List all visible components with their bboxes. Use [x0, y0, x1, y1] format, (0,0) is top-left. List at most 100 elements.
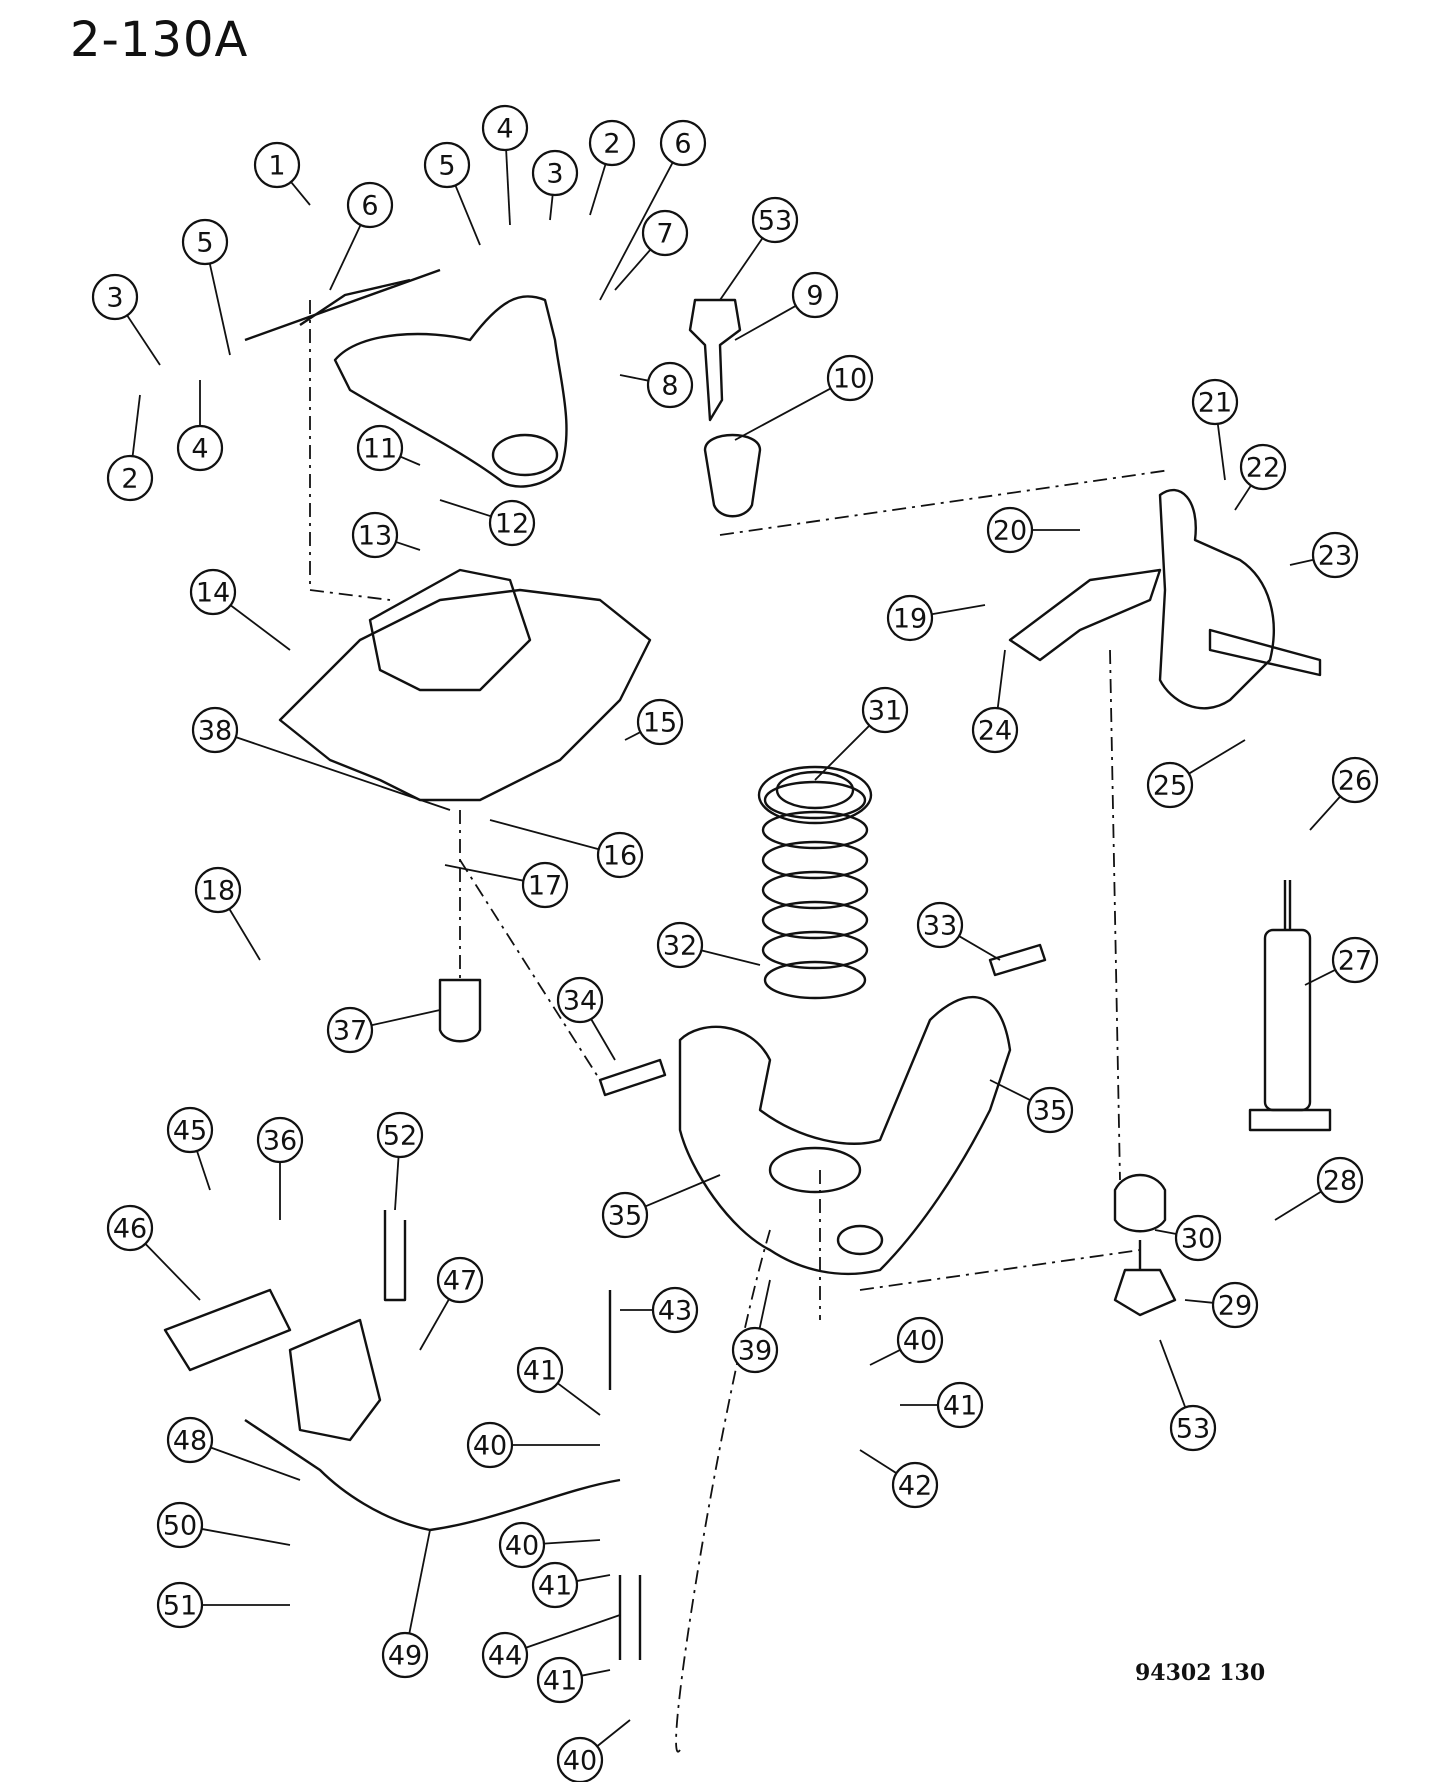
callout-51: 51 [156, 1581, 290, 1629]
callout-circle [656, 921, 704, 969]
callout-number: 3 [546, 159, 563, 190]
callout-leader [814, 724, 871, 781]
callout-40: 40 [466, 1421, 600, 1469]
callout-circle [646, 361, 694, 409]
callout-number: 34 [563, 986, 597, 1017]
stabilizer-bar [244, 1419, 621, 1532]
callout-leader [399, 455, 421, 466]
bushing-33 [988, 943, 1047, 977]
callout-leader [371, 1009, 441, 1027]
callout-circle [481, 1631, 529, 1679]
bushing-10 [703, 433, 762, 518]
assembly-line [719, 469, 1171, 536]
callout-number: 36 [263, 1126, 297, 1157]
callout-number: 23 [1318, 541, 1352, 572]
callout-36: 36 [256, 1116, 304, 1220]
callout-number: 42 [898, 1471, 932, 1502]
upper-ball-joint-socket [491, 433, 559, 477]
callout-leader [581, 1669, 611, 1677]
callout-number: 41 [538, 1571, 572, 1602]
callout-circle [588, 119, 636, 167]
callout-number: 22 [1246, 453, 1280, 484]
callout-circle [466, 1421, 514, 1469]
callout-number: 40 [505, 1531, 539, 1562]
callout-circle [1146, 761, 1194, 809]
callout-12: 12 [439, 499, 536, 547]
callout-circle [423, 141, 471, 189]
callout-45: 45 [166, 1106, 214, 1191]
callout-circle [1211, 1281, 1259, 1329]
lower-arm-pivot-hole [836, 1224, 884, 1256]
link-sleeve [618, 1575, 642, 1660]
callout-circle [531, 1561, 579, 1609]
callout-leader [395, 541, 421, 551]
callout-number: 29 [1218, 1291, 1252, 1322]
callout-number: 6 [674, 129, 691, 160]
callout-circle [1174, 1214, 1222, 1262]
callout-circle [891, 1461, 939, 1509]
callout-circle [436, 1256, 484, 1304]
adjusting-rod-link [299, 278, 411, 326]
callout-circle [189, 568, 237, 616]
callout-circle [861, 686, 909, 734]
bushing-30 [1113, 1173, 1167, 1233]
callout-number: 49 [388, 1641, 422, 1672]
frame-crossmember [278, 588, 652, 802]
callout-leader [958, 935, 1001, 961]
callout-leader [619, 374, 649, 382]
callout-number: 41 [943, 1391, 977, 1422]
callout-leader [869, 1349, 901, 1366]
lower-control-arm [678, 995, 1012, 1276]
callout-circle [191, 706, 239, 754]
callout-circle [986, 506, 1034, 554]
callout-circle [936, 1381, 984, 1429]
callout-leader [644, 1174, 721, 1208]
callout-number: 52 [383, 1121, 417, 1152]
callout-circle [1026, 1086, 1074, 1134]
callout-leader [228, 908, 261, 961]
callout-number: 53 [1176, 1414, 1210, 1445]
callout-leader [1289, 558, 1314, 566]
callout-circle [896, 1316, 944, 1364]
callout-circle [596, 831, 644, 879]
callout-number: 50 [163, 1511, 197, 1542]
adjusting-rod [244, 268, 441, 342]
callout-circle [346, 181, 394, 229]
callout-leader [989, 1079, 1031, 1101]
callout-3: 3 [531, 149, 579, 221]
callout-leader [734, 305, 797, 341]
assembly-line [1109, 649, 1121, 1181]
callout-7: 7 [614, 209, 689, 291]
callout-number: 40 [903, 1326, 937, 1357]
assembly-line [309, 300, 391, 601]
callout-number: 33 [923, 911, 957, 942]
callout-number: 15 [643, 708, 677, 739]
callout-circle [1316, 1156, 1364, 1204]
callout-leader [596, 1719, 631, 1747]
callout-number: 19 [893, 604, 927, 635]
callout-number: 5 [438, 151, 455, 182]
callout-number: 48 [173, 1426, 207, 1457]
callout-15: 15 [624, 698, 684, 746]
callout-circle [253, 141, 301, 189]
callout-leader [454, 184, 481, 246]
callout-number: 39 [738, 1336, 772, 1367]
callout-20: 20 [986, 506, 1080, 554]
callout-leader [624, 731, 641, 741]
callout-number: 12 [495, 509, 529, 540]
spring-insulator [757, 765, 873, 825]
callout-leader [131, 394, 141, 457]
callout-32: 32 [656, 921, 761, 969]
callout-number: 8 [661, 371, 678, 402]
callout-5: 5 [423, 141, 481, 246]
callout-30: 30 [1154, 1214, 1222, 1262]
callout-circle [488, 499, 536, 547]
callout-leader [439, 499, 492, 518]
assembly-line [859, 1249, 1141, 1291]
callout-44: 44 [481, 1614, 621, 1679]
spindle [1208, 628, 1322, 677]
callout-11: 11 [356, 424, 421, 472]
callout-41: 41 [536, 1656, 611, 1704]
callout-number: 44 [488, 1641, 522, 1672]
